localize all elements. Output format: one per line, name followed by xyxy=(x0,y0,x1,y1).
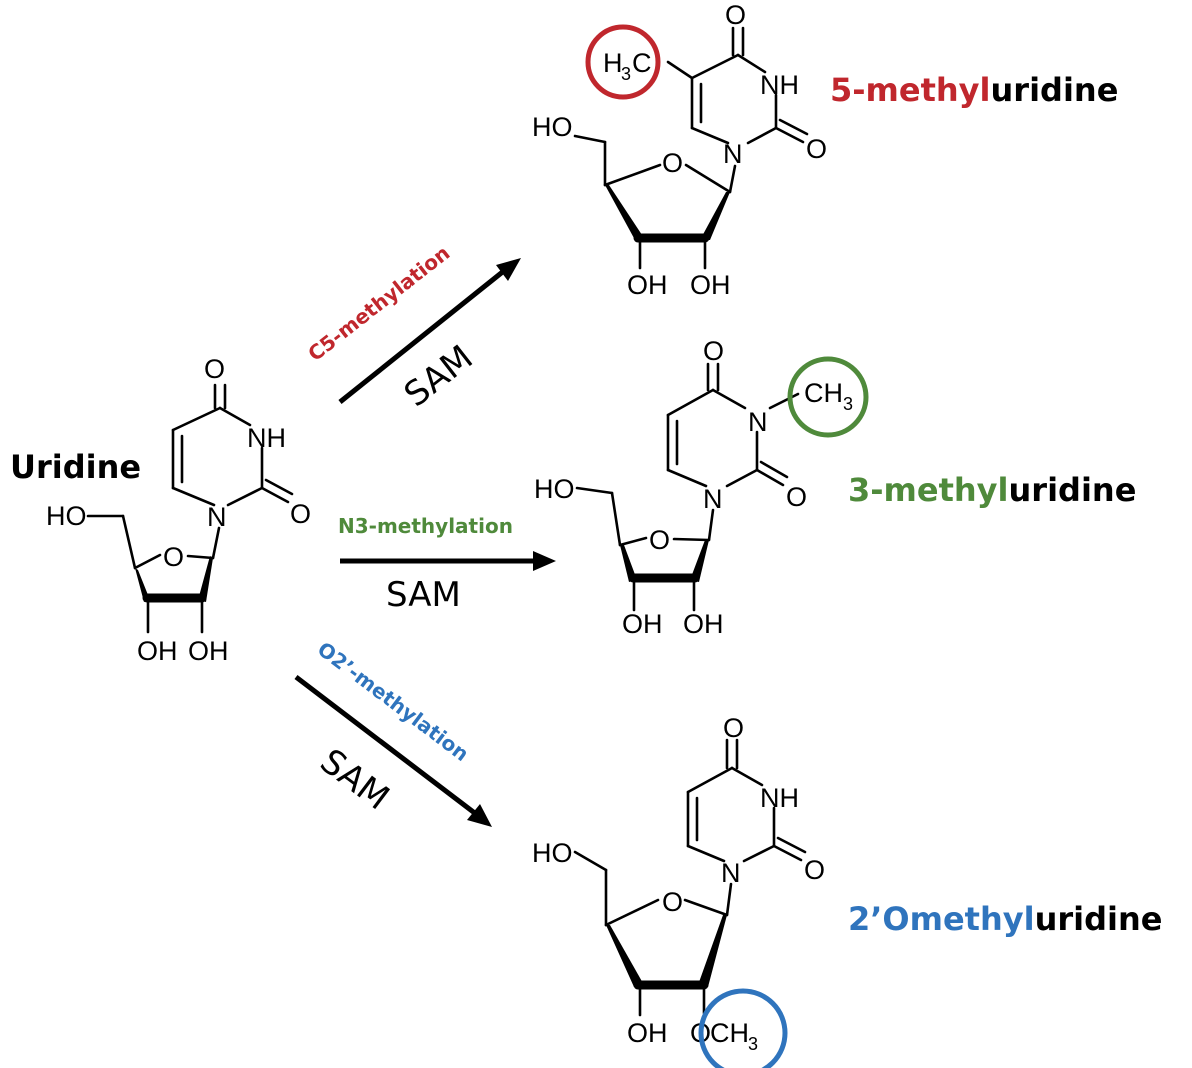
um-atom-n1: N xyxy=(721,858,741,888)
m3u-atom-n3: N xyxy=(748,407,768,437)
um-name: 2’Omethyluridine xyxy=(848,900,1162,938)
m3u-structure: O N N O CH 3 HO O OH OH xyxy=(534,336,869,639)
um-atom-ring-o: O xyxy=(662,887,683,917)
m5u-name-methyl: 5-methyl xyxy=(830,71,991,109)
um-atom-o4: O xyxy=(723,713,744,743)
m5u-atom-oh3: OH xyxy=(627,270,668,300)
m3u-atom-o2: O xyxy=(786,482,807,512)
arrow-c5 xyxy=(338,258,521,404)
m5u-methyl-sub: 3 xyxy=(621,64,631,84)
m3u-atom-n1: N xyxy=(703,484,723,514)
m3u-methyl-sub: 3 xyxy=(843,394,853,414)
m3u-name-methyl: 3-methyl xyxy=(848,471,1009,509)
reaction-label-n3: N3-methylation xyxy=(338,514,513,538)
um-atom-o2: O xyxy=(804,855,825,885)
uridine-atom-ho: HO xyxy=(46,501,87,531)
reaction-label-c5: C5-methylation xyxy=(303,241,454,366)
um-methyl-ch: CH xyxy=(710,1018,749,1048)
uridine-atom-nh: NH xyxy=(247,423,286,453)
reagent-label-o2: SAM xyxy=(313,741,397,818)
m3u-atom-oh2: OH xyxy=(683,609,724,639)
m5u-atom-ho: HO xyxy=(532,112,573,142)
m5u-atom-nh: NH xyxy=(760,70,799,100)
reagent-label-n3: SAM xyxy=(386,575,461,615)
uridine-atom-ring-o: O xyxy=(163,542,184,572)
uridine-structure: O NH N O HO O OH OH xyxy=(46,354,311,666)
um-methyl-sub: 3 xyxy=(748,1034,758,1054)
m5u-methyl-h: H xyxy=(603,48,623,78)
m3u-atom-oh3: OH xyxy=(622,609,663,639)
arrow-o2 xyxy=(294,675,492,827)
m3u-methyl-highlight xyxy=(787,356,869,438)
uridine-atom-n1: N xyxy=(207,502,227,532)
uridine-atom-oh3: OH xyxy=(137,636,178,666)
m5u-structure: O NH N O H 3 C HO O OH OH xyxy=(532,0,827,300)
um-atom-nh: NH xyxy=(760,783,799,813)
m5u-methyl-c: C xyxy=(632,48,652,78)
um-methyl-highlight xyxy=(698,988,788,1068)
m3u-atom-ho: HO xyxy=(534,474,575,504)
m3u-methyl-ch: CH xyxy=(804,378,843,408)
um-atom-ho: HO xyxy=(532,838,573,868)
um-name-methyl: 2’Omethyl xyxy=(848,900,1035,938)
uridine-atom-oh2: OH xyxy=(188,636,229,666)
m5u-atom-n1: N xyxy=(723,139,743,169)
um-name-rest: uridine xyxy=(1035,900,1163,938)
m5u-methyl-highlight xyxy=(585,24,661,100)
arrow-n3 xyxy=(340,551,556,571)
m5u-atom-o2: O xyxy=(806,134,827,164)
uridine-atom-o2: O xyxy=(290,499,311,529)
um-structure: O NH N O HO O OH O CH 3 xyxy=(532,713,825,1068)
m3u-atom-ring-o: O xyxy=(649,525,670,555)
m5u-atom-o4: O xyxy=(725,0,746,30)
uridine-atom-o4: O xyxy=(204,354,225,384)
m5u-atom-ring-o: O xyxy=(662,148,683,178)
um-atom-oh3: OH xyxy=(627,1018,668,1048)
uridine-name: Uridine xyxy=(10,448,141,486)
m3u-name-rest: uridine xyxy=(1009,471,1137,509)
m5u-name-rest: uridine xyxy=(991,71,1119,109)
m3u-atom-o4: O xyxy=(703,336,724,366)
m3u-name: 3-methyluridine xyxy=(848,471,1136,509)
m5u-name: 5-methyluridine xyxy=(830,71,1118,109)
m5u-atom-oh2: OH xyxy=(690,270,731,300)
